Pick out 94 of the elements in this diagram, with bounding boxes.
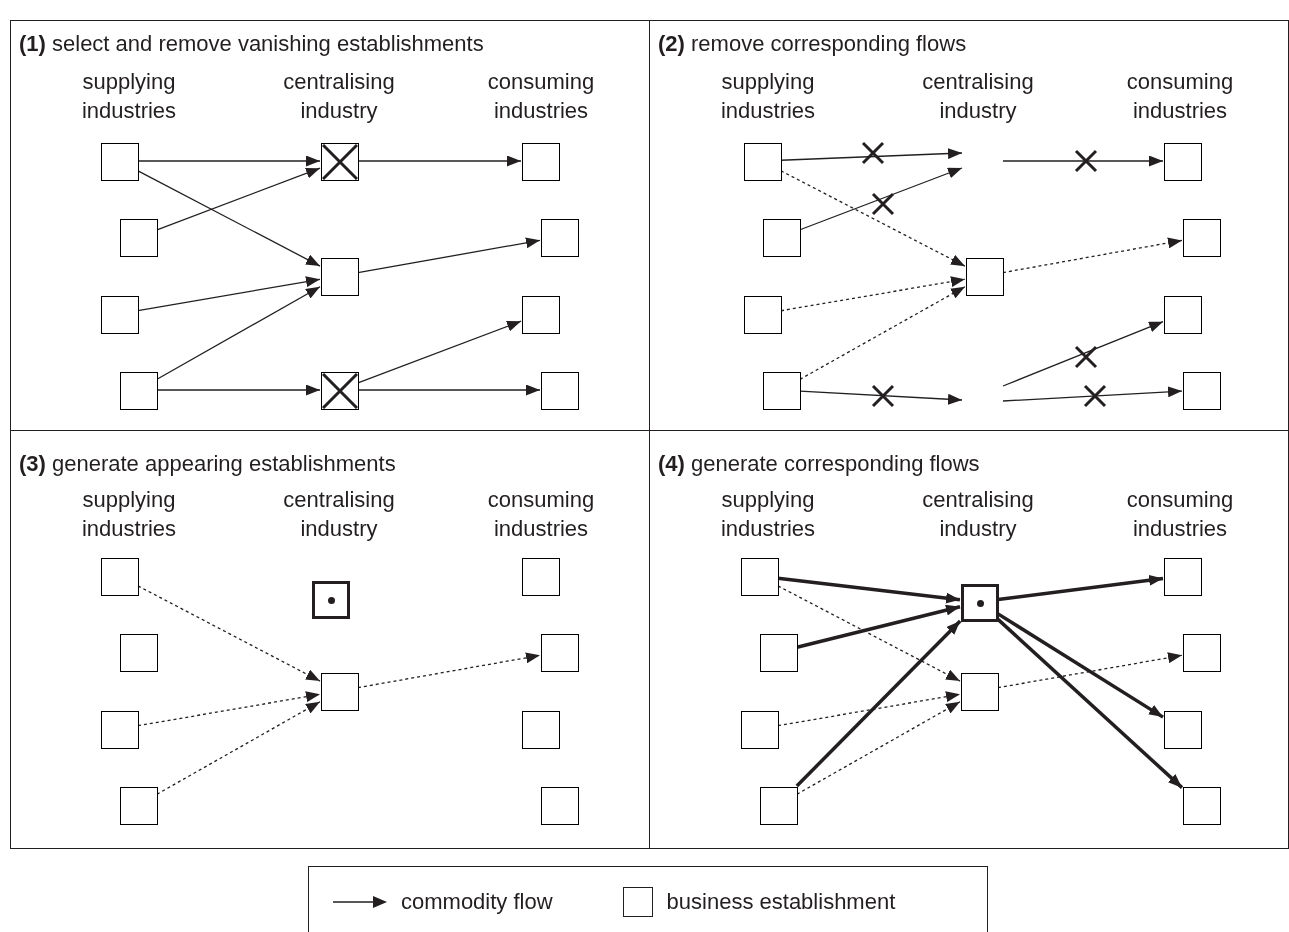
crossed-out-box [321,143,359,181]
arrow [357,652,541,689]
establishment-box [522,558,560,596]
establishment-box [101,143,139,181]
arrow [777,691,961,727]
arrow [1002,386,1183,402]
establishment-box [321,258,359,296]
arrow [996,618,1184,789]
column-heading: centralising industry [282,486,396,543]
establishment-box [744,296,782,334]
establishment-box [541,634,579,672]
arrow [997,652,1183,689]
arrow [137,691,321,727]
panel [649,20,1289,431]
arrow [137,170,321,267]
arrow [156,701,321,795]
arrow [357,237,541,274]
arrow [137,155,321,167]
column-heading: centralising industry [921,68,1035,125]
arrow [156,167,321,231]
arrow [795,619,962,788]
column-heading: centralising industry [282,68,396,125]
legend-text: commodity flow [401,888,553,916]
establishment-box [541,372,579,410]
column-heading: consuming industries [1125,68,1235,125]
arrow [1002,237,1183,274]
establishment-box [101,558,139,596]
establishment-box [763,372,801,410]
column-heading: consuming industries [1125,486,1235,543]
crossed-out-box [321,372,359,410]
arrow [137,276,321,312]
establishment-box [101,711,139,749]
column-heading: supplying industries [80,486,178,543]
establishment-box [741,558,779,596]
establishment-box [541,787,579,825]
establishment-box [1183,787,1221,825]
establishment-box [522,143,560,181]
arrow [1002,155,1164,167]
establishment-box [966,258,1004,296]
column-heading: centralising industry [921,486,1035,543]
establishment-box [741,711,779,749]
arrow [357,384,541,396]
establishment-box [1164,711,1202,749]
panel-title: (4) generate corresponding flows [658,451,980,477]
establishment-box [760,787,798,825]
arrow [357,320,522,384]
arrow [777,585,961,682]
column-heading: supplying industries [719,68,817,125]
arrow [799,167,963,231]
arrow [796,604,961,649]
establishment-box [120,372,158,410]
panel-title: (3) generate appearing establishments [19,451,396,477]
establishment-box [763,219,801,257]
establishment-box [1183,634,1221,672]
arrow [780,276,966,312]
arrow [997,612,1164,719]
arrow [997,574,1164,602]
establishment-box [522,296,560,334]
arrow [799,390,963,405]
panel-title: (1) select and remove vanishing establishments [19,31,484,57]
arrow [799,286,966,380]
establishment-box [1183,219,1221,257]
arrow [796,701,961,795]
arrow [1002,321,1164,387]
panel-title: (2) remove corresponding flows [658,31,967,57]
establishment-box [1183,372,1221,410]
establishment-box [961,673,999,711]
arrow [156,286,321,380]
arrow [780,170,966,267]
panel [649,430,1289,849]
establishment-box [1164,558,1202,596]
establishment-box [522,711,560,749]
column-heading: supplying industries [719,486,817,543]
arrow [156,384,321,396]
establishment-box [120,634,158,672]
establishment-box [101,296,139,334]
column-heading: supplying industries [80,68,178,125]
arrow [137,585,321,682]
arrow [780,148,963,161]
legend-text: business establishment [666,888,896,916]
establishment-box [321,673,359,711]
establishment-box [744,143,782,181]
panel [10,430,650,849]
column-heading: consuming industries [486,68,596,125]
establishment-box [120,787,158,825]
column-heading: consuming industries [486,486,596,543]
establishment-box [1164,296,1202,334]
arrow [777,576,961,604]
arrow [357,155,522,167]
establishment-box [120,219,158,257]
establishment-box [760,634,798,672]
establishment-box [1164,143,1202,181]
panel [10,20,650,431]
establishment-box [541,219,579,257]
